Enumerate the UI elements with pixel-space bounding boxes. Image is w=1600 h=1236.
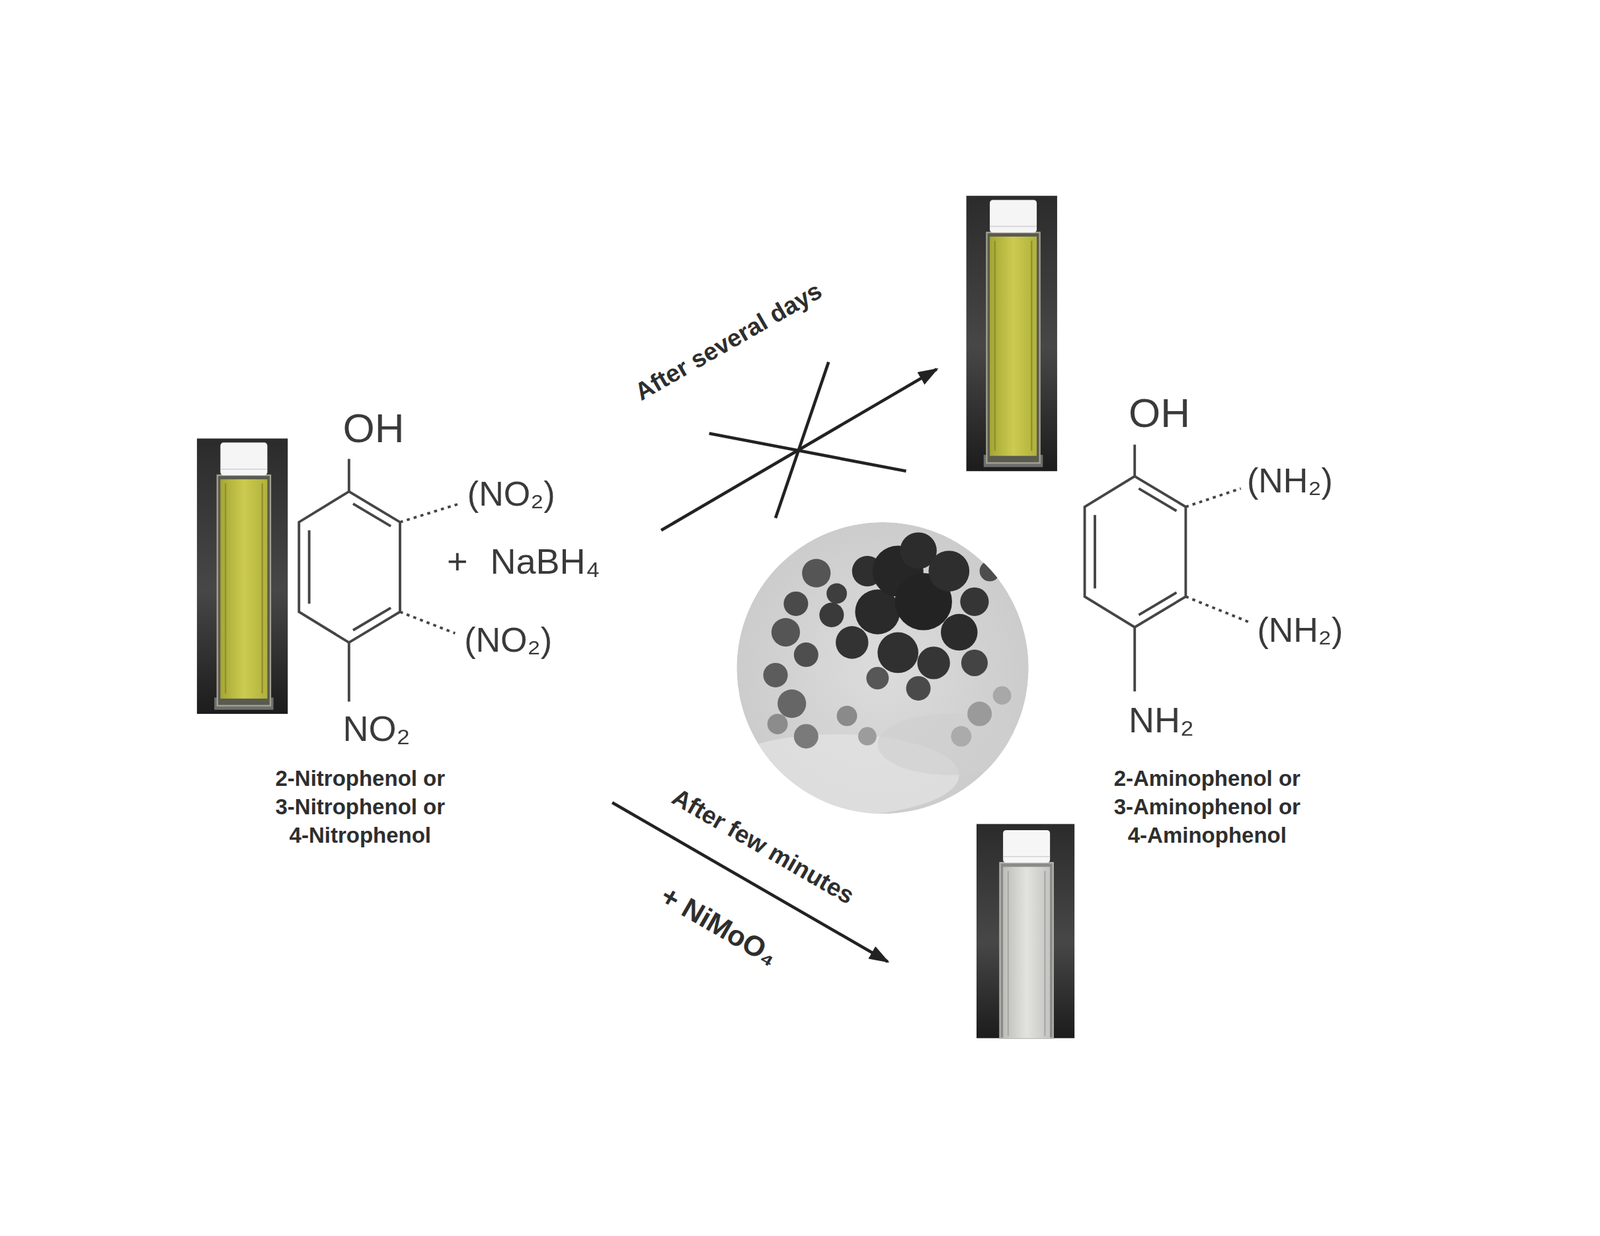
cross-mark [709,433,907,472]
illustration-part [835,626,869,659]
illustration-part [400,503,460,523]
illustration-part [400,612,455,634]
illustration-part [1002,830,1050,863]
illustration-part [979,561,1001,582]
tem-image [714,522,1029,816]
illustration-part [877,714,1021,776]
substituent-label: (NO₂) [464,620,553,661]
condition-label: After several days [630,277,827,407]
illustration-part [961,649,988,677]
substituent-label: (NH₂) [1256,610,1343,651]
illustration-part [877,632,919,674]
condition-label: After few minutes [667,783,859,911]
substituent-label: (NH₂) [1246,461,1333,502]
atom-label: OH [1128,389,1191,437]
illustration-part [967,702,992,727]
illustration-part [854,589,900,635]
illustration-part [960,587,989,617]
illustration-part [819,602,844,628]
illustration-part [1007,871,1009,1037]
illustration-part [347,458,351,492]
illustration-part [837,706,858,727]
illustration-part [1043,871,1046,1037]
illustration-part [794,642,819,668]
illustration-part [801,559,831,588]
catalyst-label: + NiMoO₄ [655,880,785,974]
illustration-part [917,646,950,680]
illustration-part [347,642,351,702]
illustration-part [866,667,889,690]
illustration-part [976,824,1075,1039]
substituent-label: NH₂ [1128,699,1195,741]
reagent-label: + NaBH₄ [446,540,601,582]
atom-label: OH [343,404,405,452]
illustration-part [783,591,808,617]
illustration-part [308,530,311,604]
illustration-part [1133,444,1136,477]
substituent-label: NO₂ [343,708,411,750]
illustration-part [767,714,789,735]
cuvette-photo [966,195,1058,472]
substituent-label: (NO₂) [467,474,556,515]
illustration-part [950,726,972,748]
cuvette-photo [197,438,288,715]
illustration-part [777,689,806,719]
illustration-part [1002,856,1050,858]
illustration-part [858,727,877,746]
illustration-part [794,723,819,749]
illustration-part [993,686,1012,705]
illustration-part [1000,862,1054,1039]
illustration-part [1084,476,1187,628]
illustration-part [1138,488,1177,512]
compound-name: 2-Nitrophenol or 3-Nitrophenol or 4-Nitr… [265,764,456,851]
illustration-part [771,618,800,647]
compound-name: 2-Aminophenol or 3-Aminophenol or 4-Amin… [1102,764,1312,851]
illustration-part [1185,488,1241,508]
illustration-part [928,550,970,592]
illustration-part [353,503,391,527]
cross-mark [775,362,829,519]
illustration-part [1185,597,1249,623]
aminophenol-structure [1084,444,1249,692]
illustration-part [1093,515,1097,589]
nitrophenol-structure [298,458,459,702]
illustration-part [1133,627,1136,692]
cuvette-photo [976,824,1075,1039]
illustration-part [353,608,391,631]
illustration-part [1138,592,1177,615]
illustration-part [298,491,400,643]
illustration-part [906,676,931,701]
illustration-part [762,663,788,688]
illustration-part [826,583,847,605]
illustration-part [1002,866,1050,1039]
illustration-part [940,614,978,652]
